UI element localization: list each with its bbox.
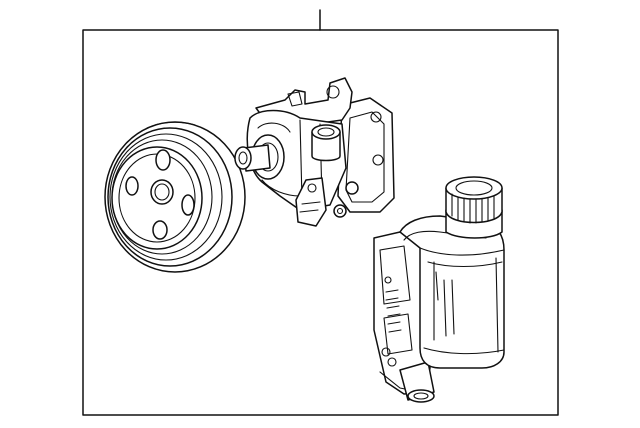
pump-outlet-fitting (311, 131, 341, 162)
pulley-hole (155, 149, 171, 171)
power-steering-pump-drawing (234, 77, 395, 227)
pump-mounting-plate (337, 97, 395, 213)
diagram-frame (82, 29, 559, 416)
pulley-drawing (104, 121, 246, 273)
pump-lower-bracket (295, 177, 327, 227)
pulley-hole (152, 220, 168, 240)
fluid-reservoir-drawing (373, 176, 505, 403)
pulley-hub (150, 179, 174, 205)
pulley-hole (125, 176, 139, 196)
pulley-hole (181, 194, 195, 216)
